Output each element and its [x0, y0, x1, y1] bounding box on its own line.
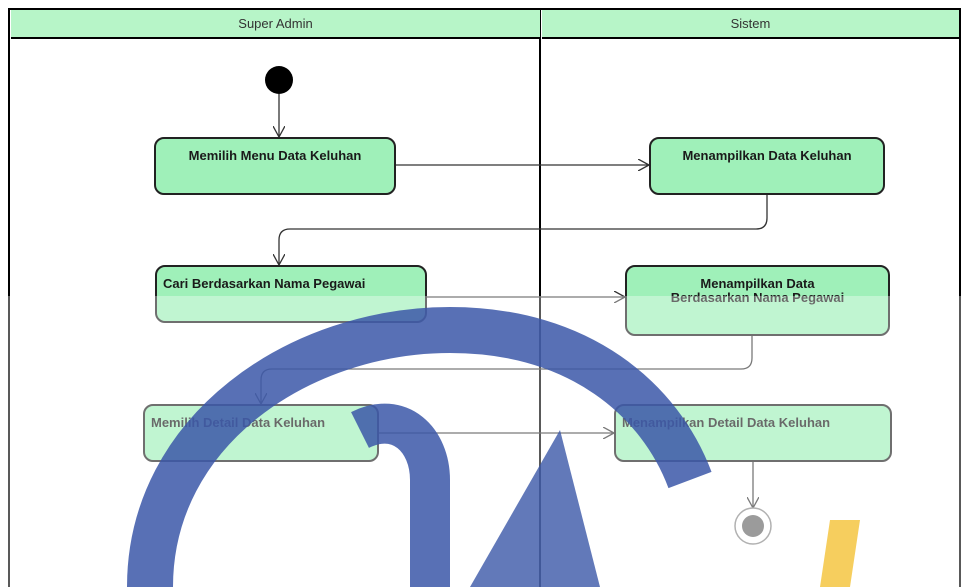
final-node-dot [742, 515, 764, 537]
lane-header-super-admin: Super Admin [11, 10, 540, 39]
activity-memilih-menu: Memilih Menu Data Keluhan [154, 137, 396, 195]
activity-label: Menampilkan Data Keluhan [682, 148, 852, 163]
flow-tampil-to-cari [279, 195, 768, 265]
initial-node [265, 66, 293, 94]
activity-menampilkan-detail: Menampilkan Detail Data Keluhan [614, 404, 892, 462]
activity-menampilkan-data: Menampilkan Data Keluhan [649, 137, 885, 195]
activity-memilih-detail: Memilih Detail Data Keluhan [143, 404, 379, 462]
lane-label: Sistem [730, 16, 771, 31]
activity-label: Memilih Detail Data Keluhan [151, 415, 326, 430]
activity-label: Menampilkan Data Berdasarkan Nama Pegawa… [670, 276, 845, 305]
activity-label: Cari Berdasarkan Nama Pegawai [163, 276, 366, 291]
swimlane-frame [8, 8, 961, 587]
activity-cari-nama: Cari Berdasarkan Nama Pegawai [155, 265, 427, 323]
lane-header-sistem: Sistem [542, 10, 959, 39]
activity-menampilkan-nama: Menampilkan Data Berdasarkan Nama Pegawa… [625, 265, 890, 336]
activity-label: Menampilkan Detail Data Keluhan [622, 415, 831, 430]
lane-label: Super Admin [238, 16, 313, 31]
activity-label: Memilih Menu Data Keluhan [188, 148, 362, 163]
flow-nama-to-detail [261, 336, 753, 404]
